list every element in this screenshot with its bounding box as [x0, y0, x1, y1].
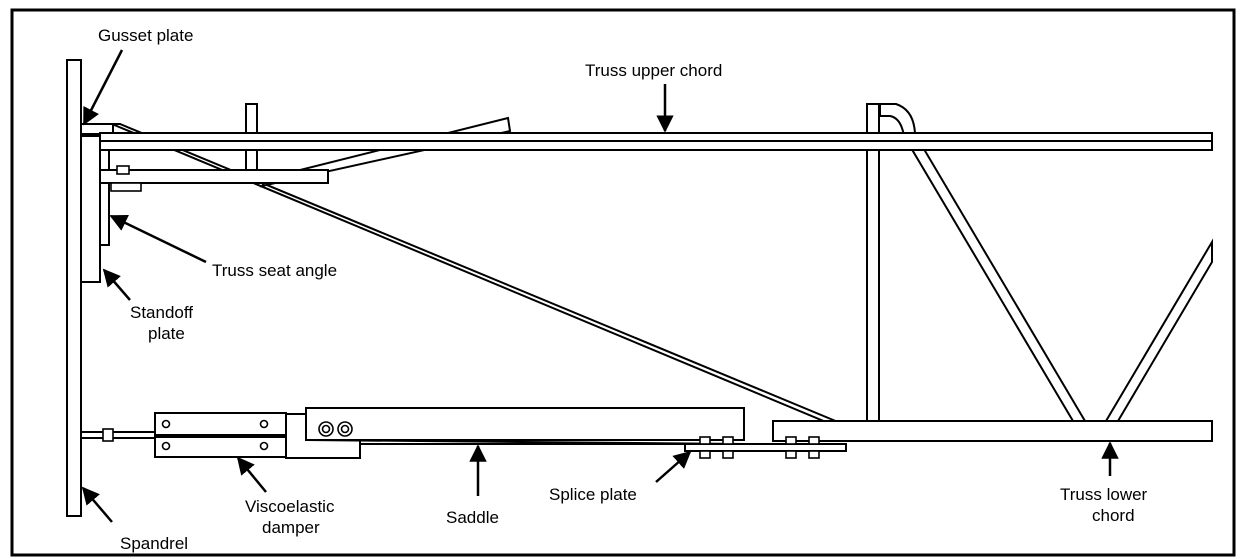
damper-rod [80, 431, 156, 439]
standoff-plate-leader [102, 268, 131, 301]
spandrel-column [66, 59, 82, 517]
saddle-nuts [318, 421, 353, 437]
truss-lower-chord-label-line1: Truss lower [1060, 485, 1148, 504]
spandrel-label: Spandrel [120, 534, 188, 553]
splice-plate-shape [684, 443, 847, 452]
truss-seat-angle-label: Truss seat angle [212, 261, 337, 280]
truss-lower-chord-label-line2: chord [1092, 506, 1135, 525]
gusset-plate-label: Gusset plate [98, 26, 193, 45]
standoff-plate-label-line1: Standoff [130, 303, 193, 322]
truss-seat-angle-horizontal [99, 169, 329, 184]
splice-plate-label: Splice plate [549, 485, 637, 504]
rod-nut [102, 428, 114, 442]
seat-angle-bolt [110, 165, 142, 192]
splice-plate-leader [655, 450, 692, 483]
seat-angle-upper-lug [99, 149, 110, 171]
truss-seat-angle-leader [109, 214, 207, 264]
viscoelastic-damper-label-line1: Viscoelastic [245, 497, 335, 516]
standoff-plate-shape [80, 135, 101, 283]
viscoelastic-damper-leader [236, 456, 267, 493]
saddle-shape [305, 407, 745, 441]
splice-plate-bolts [699, 436, 820, 459]
right-vertical-web [866, 103, 880, 423]
spandrel-leader [81, 486, 113, 523]
viscoelastic-damper-label-line2: damper [262, 518, 320, 537]
gusset-plate-leader [82, 49, 124, 126]
diagram-frame [10, 8, 1236, 557]
truss-seat-angle-vertical [99, 182, 110, 246]
saddle-label: Saddle [446, 508, 499, 527]
truss-upper-chord-label: Truss upper chord [585, 61, 722, 80]
truss-lower-chord-shape [772, 420, 1213, 442]
damper-bolt-heads [161, 419, 269, 451]
standoff-plate-label-line2: plate [148, 324, 185, 343]
